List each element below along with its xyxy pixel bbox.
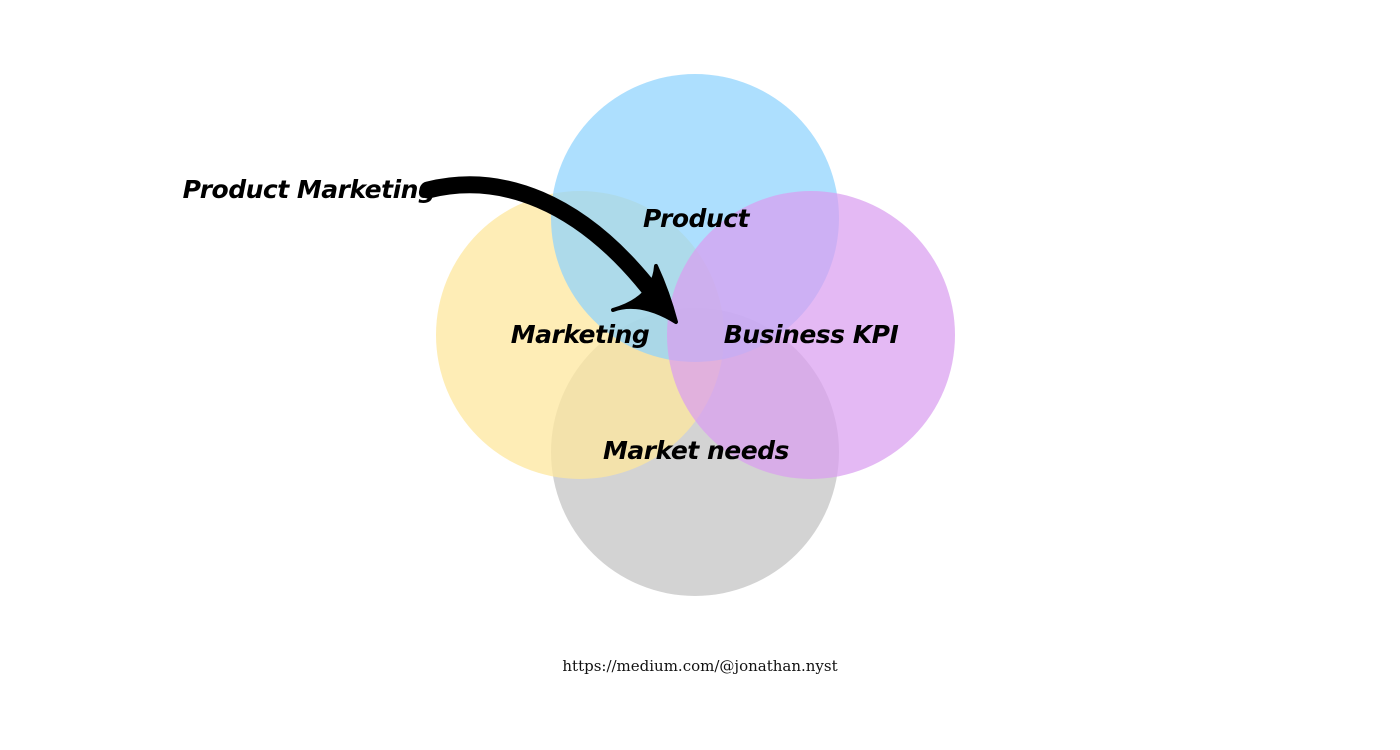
venn-circles — [436, 74, 955, 596]
credit-url: https://medium.com/@jonathan.nyst — [562, 657, 837, 675]
label-product: Product — [643, 204, 751, 233]
callout-product-marketing: Product Marketing — [183, 175, 436, 204]
arrow-head — [611, 264, 678, 324]
label-business-kpi: Business KPI — [724, 320, 899, 349]
curved-arrow-icon — [419, 176, 678, 324]
label-market-needs: Market needs — [603, 436, 789, 465]
circle-business-kpi — [667, 191, 955, 479]
label-marketing: Marketing — [511, 320, 650, 349]
arrow-shaft — [419, 176, 661, 301]
